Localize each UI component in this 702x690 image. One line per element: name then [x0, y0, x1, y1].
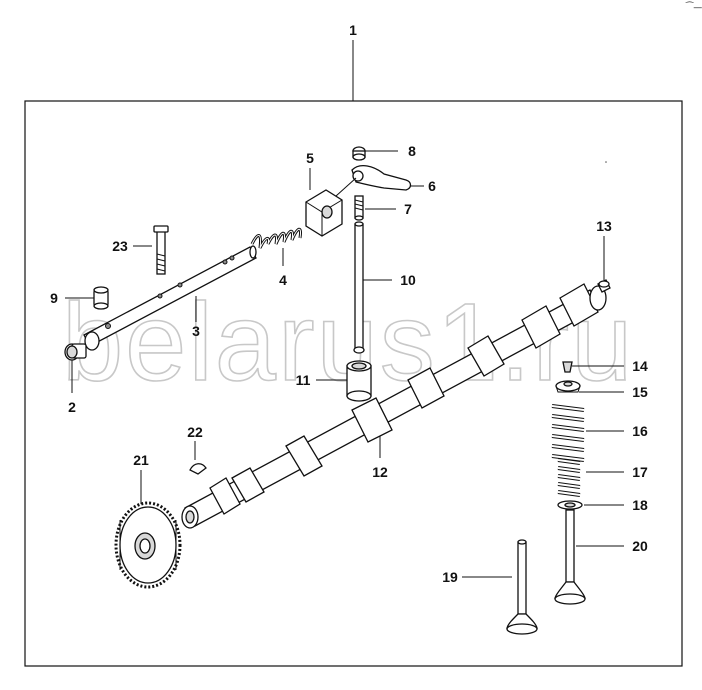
corner-mark: ⁀— [685, 2, 702, 13]
spring-washer [557, 500, 583, 510]
callout-10: 10 [400, 272, 416, 288]
inner-valve-spring [557, 458, 581, 497]
callout-17: 17 [632, 464, 648, 480]
callout-22: 22 [187, 424, 203, 440]
callout-21: 21 [133, 452, 149, 468]
callout-labels: 1 2 3 4 5 6 7 8 9 10 11 12 13 14 15 16 1… [50, 22, 648, 585]
leader-lines [65, 40, 624, 578]
callout-5: 5 [306, 150, 314, 166]
callout-8: 8 [408, 143, 416, 159]
rocker-stand [305, 189, 343, 237]
callout-12: 12 [372, 464, 388, 480]
outer-valve-spring [551, 404, 585, 462]
callout-13: 13 [596, 218, 612, 234]
stand-bolt [153, 225, 169, 275]
callout-6: 6 [428, 178, 436, 194]
woodruff-key [189, 463, 207, 475]
adjust-screw [354, 195, 364, 221]
shaft-stand-bolt [93, 286, 109, 310]
tappet [346, 360, 372, 402]
camshaft [181, 283, 607, 529]
callout-11: 11 [296, 372, 311, 388]
valve-cotter [562, 361, 573, 373]
callout-19: 19 [442, 569, 458, 585]
callout-7: 7 [404, 201, 412, 217]
shaft-plug [64, 331, 100, 361]
callout-23: 23 [112, 238, 128, 254]
stray-dot [605, 161, 607, 163]
intake-valve [506, 539, 538, 635]
callout-19-20: 20 [632, 538, 648, 554]
callout-2: 2 [68, 399, 76, 415]
shaft-spring [250, 227, 302, 249]
adjust-nut [352, 146, 366, 161]
callout-9: 9 [50, 290, 58, 306]
callout-18: 18 [632, 497, 648, 513]
callout-15: 15 [632, 384, 648, 400]
spring-plate [555, 380, 581, 393]
push-rod [353, 221, 365, 354]
exhaust-valve [554, 509, 586, 605]
rocker-arm [335, 164, 412, 197]
camshaft-gear [114, 501, 182, 589]
rocker-shaft [83, 245, 257, 347]
callout-14: 14 [632, 358, 648, 374]
callout-1: 1 [349, 22, 357, 38]
callout-16: 16 [632, 423, 648, 439]
camshaft-end-bolt [597, 279, 611, 293]
callout-3: 3 [192, 323, 200, 339]
callout-4: 4 [279, 272, 287, 288]
